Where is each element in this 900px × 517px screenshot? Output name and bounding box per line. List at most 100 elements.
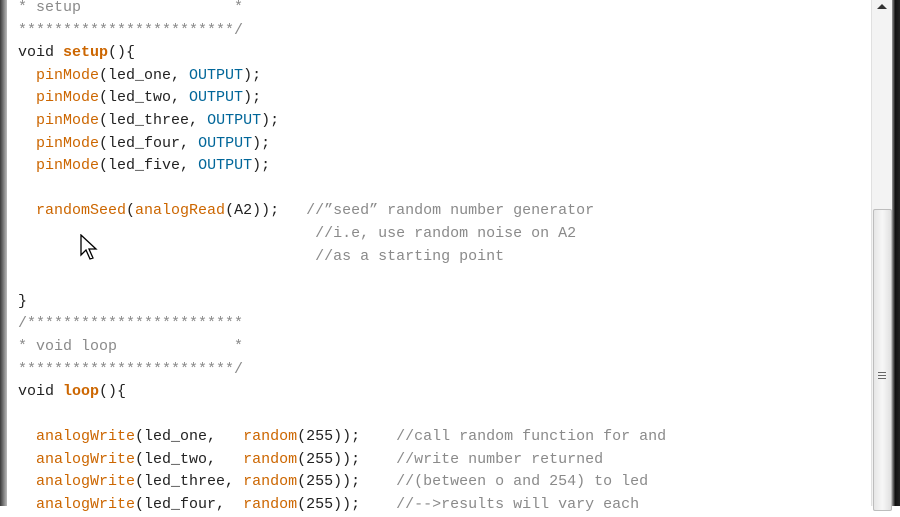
code-text	[18, 157, 36, 174]
code-text: );	[243, 89, 262, 107]
code-comment: //write number returned	[396, 450, 604, 468]
code-keyword: OUTPUT	[189, 89, 244, 107]
code-comment: * setup *	[18, 0, 244, 16]
code-text: (led_four,	[135, 496, 244, 514]
code-text: (	[126, 202, 136, 220]
code-keyword: pinMode	[36, 89, 100, 107]
code-keyword: OUTPUT	[198, 134, 253, 152]
code-comment: * void loop *	[18, 337, 244, 355]
code-line[interactable]: pinMode(led_five, OUTPUT);	[18, 155, 870, 178]
code-line[interactable]: pinMode(led_four, OUTPUT);	[18, 133, 870, 156]
code-text: (){	[108, 44, 136, 62]
code-line[interactable]: //as a starting point	[18, 246, 870, 269]
code-line[interactable]: /************************	[18, 313, 870, 336]
code-text: (A2));	[225, 202, 307, 220]
code-keyword: pinMode	[36, 157, 100, 175]
code-line[interactable]: void loop(){	[18, 381, 870, 404]
code-comment: /************************	[18, 315, 244, 333]
code-keyword: random	[243, 428, 298, 446]
code-text: (255));	[297, 428, 397, 446]
code-text	[18, 473, 36, 490]
code-text	[18, 428, 36, 445]
code-line[interactable]: pinMode(led_three, OUTPUT);	[18, 110, 870, 133]
scrollbar-thumb[interactable]	[873, 209, 892, 511]
code-keyword: pinMode	[36, 111, 100, 129]
code-line[interactable]: analogWrite(led_four, random(255)); //--…	[18, 494, 870, 517]
code-text	[18, 135, 36, 152]
code-keyword: OUTPUT	[207, 111, 262, 129]
code-text: );	[261, 111, 280, 129]
code-keyword: analogWrite	[36, 473, 136, 491]
code-text: (led_two,	[99, 89, 190, 107]
code-line[interactable]: //i.e, use random noise on A2	[18, 223, 870, 246]
code-keyword: analogRead	[135, 202, 226, 220]
code-text: (255));	[297, 450, 397, 468]
code-text	[18, 202, 36, 219]
mouse-pointer-icon	[80, 234, 98, 260]
code-comment: ************************/	[18, 21, 244, 39]
code-line[interactable]: analogWrite(led_three, random(255)); //(…	[18, 471, 870, 494]
code-comment: //i.e, use random noise on A2	[315, 224, 577, 242]
code-keyword: setup	[63, 44, 109, 62]
code-line[interactable]: }	[18, 291, 870, 314]
code-editor[interactable]: * setup * ************************/ void s…	[18, 0, 870, 513]
code-comment: //-->results will vary each	[396, 496, 640, 514]
code-comment: //call random function for and	[396, 428, 667, 446]
code-text: (led_three,	[99, 111, 208, 129]
code-keyword: OUTPUT	[189, 66, 244, 84]
code-text	[18, 67, 36, 84]
code-text: );	[252, 157, 271, 175]
code-text: }	[18, 292, 28, 310]
code-keyword: random	[243, 450, 298, 468]
code-line[interactable]: pinMode(led_one, OUTPUT);	[18, 65, 870, 88]
code-keyword: OUTPUT	[198, 157, 253, 175]
code-line[interactable]	[18, 178, 870, 201]
code-line[interactable]: ************************/	[18, 359, 870, 382]
code-keyword: analogWrite	[36, 450, 136, 468]
code-text: void	[18, 44, 64, 62]
code-text: (255));	[297, 473, 397, 491]
code-text: );	[252, 134, 271, 152]
code-line[interactable]: ************************/	[18, 20, 870, 43]
code-keyword: random	[243, 473, 298, 491]
scroll-up-arrow-icon[interactable]	[877, 4, 887, 9]
code-text: (led_four,	[99, 134, 199, 152]
vertical-scrollbar[interactable]	[871, 0, 893, 511]
code-line[interactable]: analogWrite(led_two, random(255)); //wri…	[18, 449, 870, 472]
code-line[interactable]: void setup(){	[18, 42, 870, 65]
code-keyword: random	[243, 496, 298, 514]
code-text: (led_one,	[99, 66, 190, 84]
code-keyword: loop	[63, 383, 100, 401]
code-text: (led_two,	[135, 450, 244, 468]
code-text	[18, 112, 36, 129]
code-keyword: pinMode	[36, 134, 100, 152]
code-text: void	[18, 383, 64, 401]
code-line[interactable]: analogWrite(led_one, random(255)); //cal…	[18, 426, 870, 449]
code-keyword: analogWrite	[36, 496, 136, 514]
code-comment: //”seed” random number generator	[306, 202, 595, 220]
code-text: (){	[99, 383, 127, 401]
code-keyword: analogWrite	[36, 428, 136, 446]
code-text	[18, 248, 315, 265]
code-text: (led_one,	[135, 428, 244, 446]
code-text: (255));	[297, 496, 397, 514]
code-line[interactable]: pinMode(led_two, OUTPUT);	[18, 87, 870, 110]
code-text: (led_three,	[135, 473, 244, 491]
window-left-border	[0, 0, 7, 506]
code-keyword: pinMode	[36, 66, 100, 84]
code-text	[18, 496, 36, 513]
code-text: (led_five,	[99, 157, 199, 175]
code-comment: //as a starting point	[315, 247, 505, 265]
code-text	[18, 89, 36, 106]
code-line[interactable]: * void loop *	[18, 336, 870, 359]
code-line[interactable]	[18, 404, 870, 427]
code-line[interactable]	[18, 268, 870, 291]
code-text	[18, 451, 36, 468]
code-comment: ************************/	[18, 360, 244, 378]
code-line[interactable]: * setup *	[18, 0, 870, 20]
code-line[interactable]: randomSeed(analogRead(A2)); //”seed” ran…	[18, 200, 870, 223]
code-text: );	[243, 66, 262, 84]
grip-icon	[878, 372, 886, 381]
code-comment: //(between o and 254) to led	[396, 473, 649, 491]
window-right-border	[892, 0, 900, 506]
